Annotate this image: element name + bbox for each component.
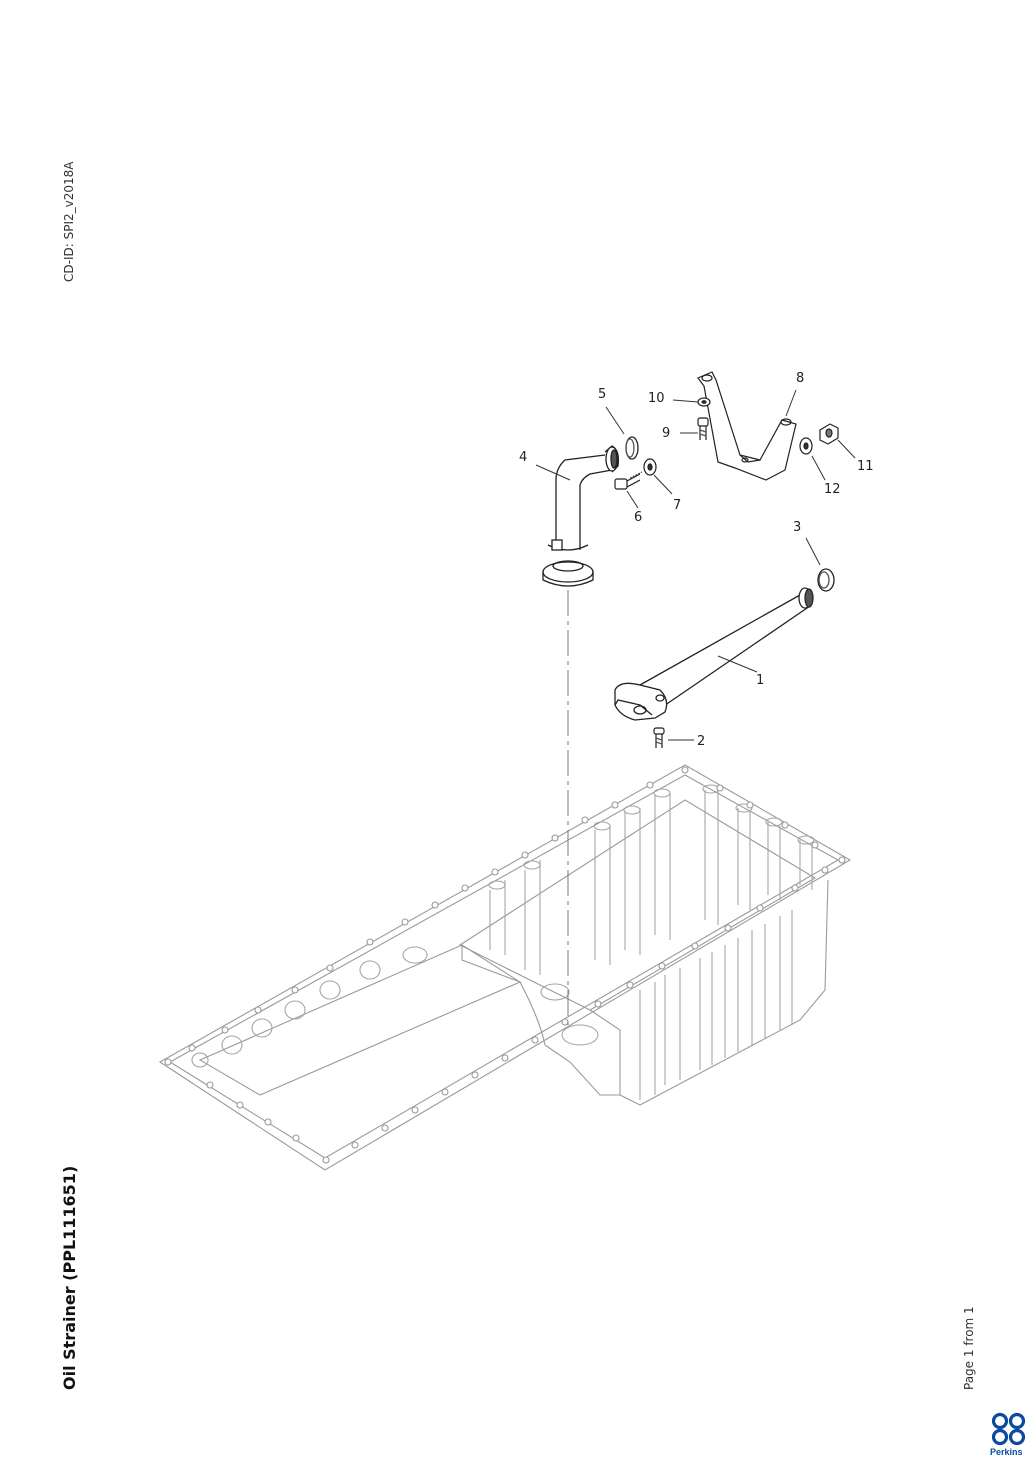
bolt-part-9: [697, 417, 709, 440]
callout-9: 9: [662, 426, 670, 441]
oil-pan: [158, 764, 852, 1171]
nut-part-11: [819, 423, 839, 445]
callout-5: 5: [598, 387, 606, 402]
callout-4: 4: [519, 450, 527, 465]
bolt-part-2: [653, 727, 665, 748]
callout-8: 8: [796, 371, 804, 386]
callout-12: 12: [824, 482, 841, 497]
callout-3: 3: [793, 520, 801, 535]
callout-10: 10: [648, 391, 665, 406]
callout-11: 11: [857, 459, 874, 474]
callout-6: 6: [634, 510, 642, 525]
leader-lines: [535, 389, 856, 741]
o-ring-part-3: [817, 568, 835, 592]
callout-2: 2: [697, 734, 705, 749]
perkins-logo-icon: [991, 1412, 1026, 1446]
o-ring-part-5: [625, 436, 639, 460]
callout-1: 1: [756, 673, 764, 688]
washer-part-12: [799, 437, 813, 455]
bracket-part-8: [697, 371, 797, 481]
oil-strainer-part-1: [614, 587, 814, 721]
callouts: 1 2 3 4 5 6 7 8 9 10 11 12: [519, 371, 874, 749]
bolt-part-6: [614, 471, 643, 490]
washer-part-10: [697, 397, 711, 407]
suction-pipe-part-4: [542, 445, 620, 587]
brand-name: Perkins: [990, 1447, 1023, 1457]
callout-7: 7: [673, 498, 681, 513]
washer-part-7: [643, 458, 657, 476]
